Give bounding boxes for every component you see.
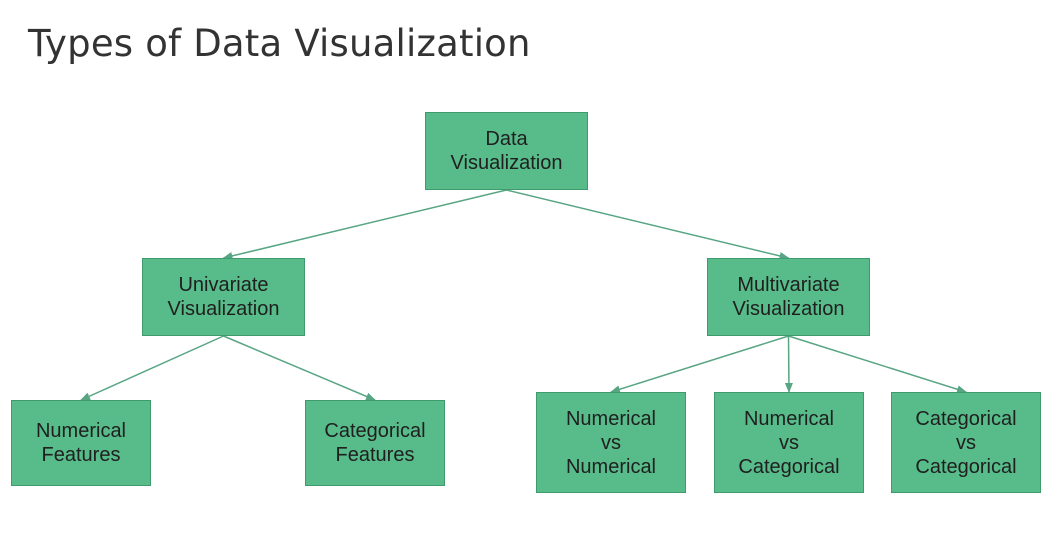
node-label-line: Categorical — [324, 420, 426, 442]
node-label-line: vs — [779, 431, 799, 454]
node-label-line: Visualization — [450, 152, 563, 174]
node-label-line: Univariate — [178, 274, 269, 296]
node-label-line: Numerical — [743, 407, 835, 430]
node-label-line: Visualization — [167, 298, 280, 320]
node-label-line: Features — [335, 444, 415, 466]
node-categorical-vs-categorical: Categorical vs Categorical — [891, 392, 1041, 493]
connector-arrow-root-to-multivariate — [506, 189, 790, 260]
node-label-line: Visualization — [732, 298, 845, 320]
node-numerical-features: Numerical Features — [11, 400, 151, 486]
node-numerical-vs-categorical: Numerical vs Categorical — [714, 392, 864, 493]
node-label-line: vs — [601, 431, 621, 454]
root-node-data-visualization: Data Visualization — [425, 112, 588, 190]
node-label-line: vs — [956, 431, 976, 454]
node-label-line: Numerical — [565, 455, 657, 478]
node-numerical-vs-numerical: Numerical vs Numerical — [536, 392, 686, 493]
node-label-line: Numerical — [35, 420, 127, 442]
node-label-line: Data — [485, 128, 528, 150]
connector-arrow-univariate-to-categorical_features — [223, 335, 376, 401]
connector-arrow-multivariate-to-num_vs_num — [610, 335, 789, 394]
connector-arrow-root-to-univariate — [222, 189, 507, 260]
node-label-line: Categorical — [915, 455, 1017, 478]
node-label-line: Features — [41, 444, 121, 466]
connector-arrow-univariate-to-numerical_features — [80, 335, 224, 401]
node-multivariate-visualization: Multivariate Visualization — [707, 258, 870, 336]
page-title: Types of Data Visualization — [28, 22, 531, 65]
connector-arrow-multivariate-to-cat_vs_cat — [788, 335, 967, 394]
node-univariate-visualization: Univariate Visualization — [142, 258, 305, 336]
node-label-line: Multivariate — [737, 274, 840, 296]
node-label-line: Numerical — [565, 407, 657, 430]
connector-arrow-multivariate-to-num_vs_cat — [784, 335, 793, 393]
node-categorical-features: Categorical Features — [305, 400, 445, 486]
node-label-line: Categorical — [738, 455, 840, 478]
node-label-line: Categorical — [915, 407, 1017, 430]
